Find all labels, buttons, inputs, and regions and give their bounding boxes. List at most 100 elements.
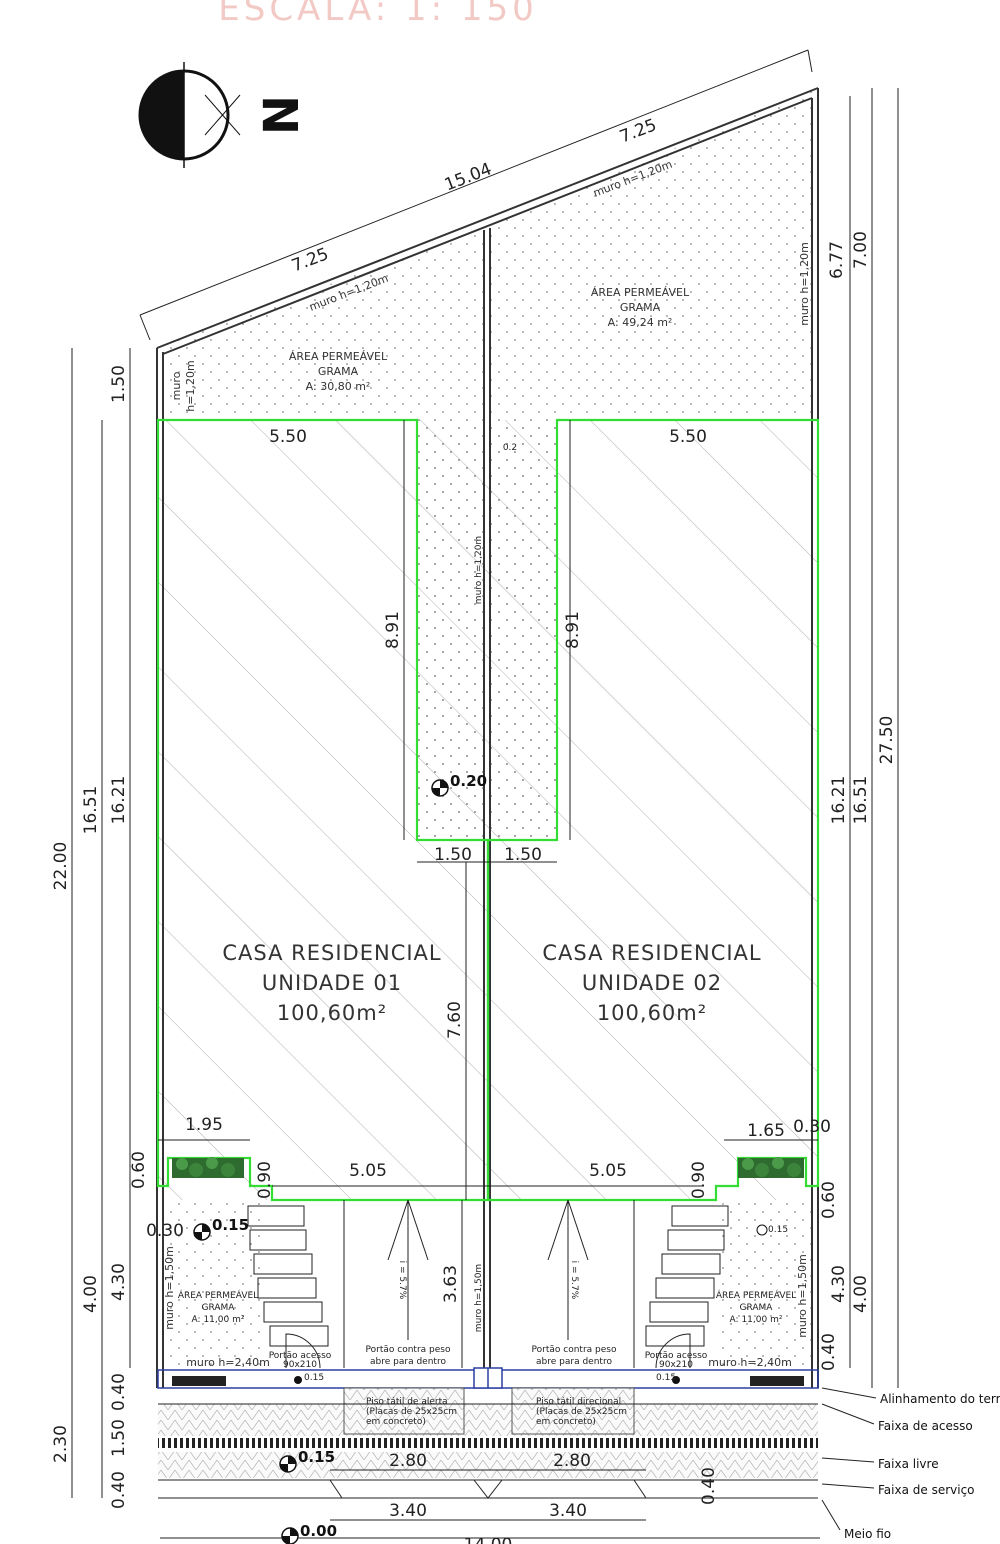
- tactile-direction-strip: [158, 1438, 818, 1448]
- legend-faixa-livre: Faixa livre: [878, 1457, 939, 1471]
- wall-label-150-center: muro h=1,50m: [474, 1264, 484, 1332]
- dim-040-bottom-sidewalk: 0.40: [109, 1471, 129, 1509]
- svg-text:em concreto): em concreto): [536, 1417, 596, 1427]
- wall-label-240-left: muro h=2,40m: [186, 1356, 270, 1369]
- dim-150-center-left: 1.50: [434, 845, 472, 865]
- dim-505-right: 5.05: [589, 1161, 627, 1181]
- dim-340-left: 3.40: [389, 1501, 427, 1521]
- svg-text:GRAMA: GRAMA: [740, 1303, 774, 1313]
- access-gate-left: [285, 1333, 321, 1369]
- house-label-unit-01: CASA RESIDENCIAL UNIDADE 01 100,60m²: [222, 941, 441, 1025]
- dim-150-top: 1.50: [109, 365, 129, 403]
- dim-030-left: 0.30: [146, 1221, 184, 1241]
- permeable-label-rear-right: ÁREA PERMEÁVEL GRAMA A: 49,24 m²: [591, 286, 690, 329]
- svg-text:A: 49,24 m²: A: 49,24 m²: [608, 316, 673, 329]
- scale-title: ESCALA: 1: 150: [218, 0, 538, 29]
- dim-430-right: 4.30: [829, 1265, 849, 1303]
- dim-top-right: 7.25: [617, 115, 660, 147]
- gate-label-right: Portão contra peso abre para dentro: [532, 1345, 617, 1367]
- svg-text:GRAMA: GRAMA: [202, 1303, 236, 1313]
- north-label: N: [254, 95, 310, 135]
- legend-faixa-acesso: Faixa de acesso: [878, 1419, 973, 1433]
- dim-760: 7.60: [445, 1001, 465, 1039]
- front-wall: [157, 1367, 819, 1389]
- planter-left: [172, 1157, 244, 1178]
- dim-090-left: 0.90: [255, 1161, 275, 1199]
- stairs-left: [247, 1205, 329, 1347]
- stairs-right: [645, 1205, 729, 1347]
- elevation-marker-015-left: 0.15: [193, 1216, 249, 1241]
- wall-label-150-right: muro h=1,50m: [796, 1254, 809, 1338]
- permeable-area-front-left: [162, 1200, 262, 1368]
- dim-165: 1.65: [747, 1121, 785, 1141]
- svg-text:90x210: 90x210: [659, 1360, 693, 1370]
- dim-280-left: 2.80: [389, 1451, 427, 1471]
- access-gate-right: [655, 1333, 691, 1369]
- wall-label-center: muro h=1,20m: [474, 536, 484, 604]
- house-label-unit-02: CASA RESIDENCIAL UNIDADE 02 100,60m²: [542, 941, 761, 1025]
- svg-text:CASA RESIDENCIAL: CASA RESIDENCIAL: [222, 941, 441, 965]
- permeable-label-front-right: ÁREA PERMEÁVEL GRAMA A: 11,00 m²: [716, 1289, 796, 1325]
- svg-text:(Placas de 25x25cm: (Placas de 25x25cm: [536, 1407, 627, 1417]
- dim-150-sidewalk: 1.50: [109, 1419, 129, 1457]
- elevation-marker-015-sidewalk: 0.15: [279, 1448, 335, 1473]
- faixa-livre-strip: [158, 1452, 818, 1478]
- svg-text:0.15: 0.15: [212, 1216, 249, 1234]
- svg-text:90x210: 90x210: [283, 1360, 317, 1370]
- svg-text:Portão acesso: Portão acesso: [645, 1351, 708, 1361]
- wall-label-240-right: muro h=2,40m: [708, 1356, 792, 1369]
- svg-text:CASA RESIDENCIAL: CASA RESIDENCIAL: [542, 941, 761, 965]
- elevation-marker-015-gate-left: 0.15: [294, 1373, 324, 1384]
- svg-text:Portão contra peso: Portão contra peso: [366, 1345, 451, 1355]
- legend-alinhamento: Alinhamento do terreno: [880, 1392, 1000, 1406]
- svg-text:0.15: 0.15: [304, 1373, 324, 1383]
- svg-text:0.00: 0.00: [300, 1522, 337, 1540]
- permeable-label-front-left: ÁREA PERMEÁVEL GRAMA A: 11,00 m²: [178, 1289, 258, 1325]
- access-gate-label-right: Portão acesso 90x210: [645, 1351, 708, 1370]
- svg-text:ÁREA PERMEÁVEL: ÁREA PERMEÁVEL: [591, 286, 690, 299]
- dim-060-right: 0.60: [819, 1181, 839, 1219]
- svg-text:ÁREA PERMEÁVEL: ÁREA PERMEÁVEL: [178, 1289, 258, 1301]
- dim-040-top-sidewalk: 0.40: [109, 1373, 129, 1411]
- dim-1400: 14.00: [464, 1535, 513, 1544]
- legend-faixa-servico: Faixa de serviço: [878, 1483, 975, 1497]
- svg-text:ÁREA PERMEÁVEL: ÁREA PERMEÁVEL: [289, 350, 388, 363]
- svg-text:abre para dentro: abre para dentro: [370, 1357, 446, 1367]
- dim-363: 3.63: [441, 1265, 461, 1303]
- svg-text:Portão acesso: Portão acesso: [269, 1351, 332, 1361]
- svg-text:0.15: 0.15: [298, 1448, 335, 1466]
- wall-label-right: muro h=1,20m: [798, 242, 811, 326]
- elevation-marker-015-right: 0.15: [756, 1224, 788, 1236]
- dimension-lines: [71, 49, 899, 1539]
- dim-505-left: 5.05: [349, 1161, 387, 1181]
- svg-text:Piso tátil direcional: Piso tátil direcional: [536, 1397, 621, 1407]
- svg-text:abre para dentro: abre para dentro: [536, 1357, 612, 1367]
- dim-550-right: 5.50: [669, 427, 707, 447]
- permeable-label-rear-left: ÁREA PERMEÁVEL GRAMA A: 30,80 m²: [289, 350, 388, 393]
- dim-040-curb: 0.40: [699, 1467, 719, 1505]
- elevation-marker-015-gate-right: 0.15: [656, 1373, 680, 1384]
- tactile-alert-label: Piso tátil de alerta (Placas de 25x25cm …: [366, 1397, 457, 1427]
- dim-top-left: 7.25: [289, 244, 332, 276]
- dim-040-right: 0.40: [819, 1333, 839, 1371]
- svg-text:ÁREA PERMEÁVEL: ÁREA PERMEÁVEL: [716, 1289, 796, 1301]
- dim-891-right: 8.91: [563, 611, 583, 649]
- svg-text:Piso tátil de alerta: Piso tátil de alerta: [366, 1397, 448, 1407]
- dim-280-right: 2.80: [553, 1451, 591, 1471]
- dim-060-left: 0.60: [129, 1151, 149, 1189]
- wall-label-150-left: muro h=1,50m: [163, 1246, 176, 1330]
- svg-text:A: 11,00 m²: A: 11,00 m²: [192, 1315, 245, 1325]
- faixa-acesso-strip: [158, 1404, 818, 1436]
- dim-430-left: 4.30: [109, 1263, 129, 1301]
- dim-top-total: 15.04: [442, 159, 495, 195]
- dim-677: 6.77: [827, 241, 847, 279]
- dim-1621-left: 16.21: [109, 776, 129, 825]
- dim-1621-right: 16.21: [829, 776, 849, 825]
- dim-400-right: 4.00: [851, 1275, 871, 1313]
- wall-label-left-1: muro: [170, 371, 183, 400]
- svg-text:A: 11,00 m²: A: 11,00 m²: [730, 1315, 783, 1325]
- gate-label-left: Portão contra peso abre para dentro: [366, 1345, 451, 1367]
- svg-text:0.15: 0.15: [656, 1373, 676, 1383]
- dim-02: 0.2: [503, 443, 517, 453]
